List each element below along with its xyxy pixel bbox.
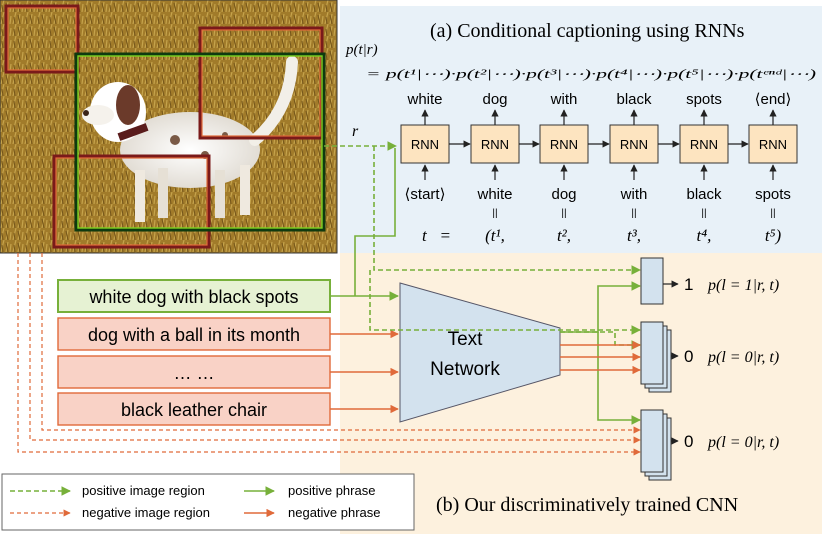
phrase-text-4: black leather chair [121, 400, 267, 420]
classifier-stack-1 [640, 257, 664, 305]
legend-positive-phrase: positive phrase [288, 483, 375, 498]
rnn-chain: RNN white ⟨start⟩ RNN dog white || (t¹, RNN with d… [400, 91, 798, 245]
input-word-5: black [686, 186, 722, 203]
legend: positive image region negative image reg… [1, 473, 415, 531]
rnn-cell-5 [679, 124, 729, 164]
phrase-text-3: … … [173, 363, 214, 383]
phrase-list: white dog with black spots dog with a bal… [57, 279, 331, 426]
text-network-label-1: Text [448, 329, 484, 350]
text-network-label-2: Network [430, 359, 500, 380]
rnn-cell-4 [609, 124, 659, 164]
t-token-1: (t¹, [485, 226, 505, 245]
output-word-1: white [406, 91, 442, 108]
output-word-4: black [616, 91, 652, 108]
text-network: Text Network [399, 282, 561, 423]
rnn-cell-label-6: RNN [759, 137, 787, 152]
eq-mark-3: || [631, 208, 636, 219]
t-token-3: t³, [627, 226, 641, 245]
output-word-3: with [550, 91, 578, 108]
rnn-cell-label-5: RNN [690, 137, 718, 152]
legend-negative-region: negative image region [82, 505, 210, 520]
eq-mark-4: || [701, 208, 706, 219]
input-word-4: with [620, 186, 648, 203]
phrase-text-1: white dog with black spots [88, 287, 298, 307]
positive-region-box [74, 52, 326, 232]
phrase-box-4 [57, 392, 331, 426]
classifier-stack-3 [640, 409, 672, 481]
panel-b-title: (b) Our discriminatively trained CNN [436, 494, 738, 516]
dog-figure [82, 56, 298, 222]
rnn-cell-label-3: RNN [550, 137, 578, 152]
phrase-text-2: dog with a ball in its month [88, 325, 300, 345]
output-word-2: dog [482, 91, 507, 108]
rnn-cell-label-2: RNN [481, 137, 509, 152]
eq-mark-2: || [561, 208, 566, 219]
rnn-cell-label-1: RNN [411, 137, 439, 152]
legend-positive-region: positive image region [82, 483, 205, 498]
legend-negative-phrase: negative phrase [288, 505, 381, 520]
rnn-cell-1 [400, 124, 450, 164]
r-label: r [352, 123, 359, 140]
output-prob-1: p(l = 1|r, t) [707, 277, 779, 294]
output-value-1: 1 [684, 275, 693, 294]
input-word-1: ⟨start⟩ [405, 186, 446, 203]
output-word-5: spots [686, 91, 722, 108]
output-value-3: 0 [684, 432, 693, 451]
eq-mark-5: || [770, 208, 775, 219]
output-word-6: ⟨end⟩ [755, 91, 792, 108]
rnn-cell-label-4: RNN [620, 137, 648, 152]
t-token-2: t², [557, 226, 571, 245]
input-word-6: spots [755, 186, 791, 203]
t-token-5: t⁵) [765, 226, 782, 245]
output-value-2: 0 [684, 347, 693, 366]
dog-photo [0, 0, 338, 254]
input-word-3: dog [551, 186, 576, 203]
prob-line-2: = p(t¹|⋯)·p(t²|⋯)·p(t³|⋯)·p(t⁴|⋯)·p(t⁵|⋯… [366, 67, 816, 81]
classifier-stack-2 [640, 321, 672, 393]
t-token-4: t⁴, [697, 226, 712, 245]
positive-region-to-classifier-arrow [373, 146, 641, 275]
network-positive-to-stack3 [597, 332, 641, 425]
negative-region-line-3 [41, 253, 641, 434]
negative-region-box-1 [4, 4, 80, 74]
panel-a-title: (a) Conditional captioning using RNNs [430, 20, 745, 42]
output-list: 1 p(l = 1|r, t) 0 p(l = 0|r, t) 0 p(l = 0|r, … [663, 275, 779, 451]
prob-line-1: p(t|r) [345, 42, 378, 58]
phrase-box-3 [57, 355, 331, 389]
t-line-prefix: t = [422, 226, 451, 245]
positive-phrase-to-rnn-arrow [354, 148, 396, 296]
output-prob-3: p(l = 0|r, t) [707, 434, 779, 451]
eq-mark-1: || [492, 208, 497, 219]
input-word-2: white [476, 186, 512, 203]
negative-region-box-3 [52, 154, 211, 249]
negative-region-line-1 [17, 253, 641, 456]
phrase-box-1 [57, 279, 331, 313]
output-prob-2: p(l = 0|r, t) [707, 349, 779, 366]
